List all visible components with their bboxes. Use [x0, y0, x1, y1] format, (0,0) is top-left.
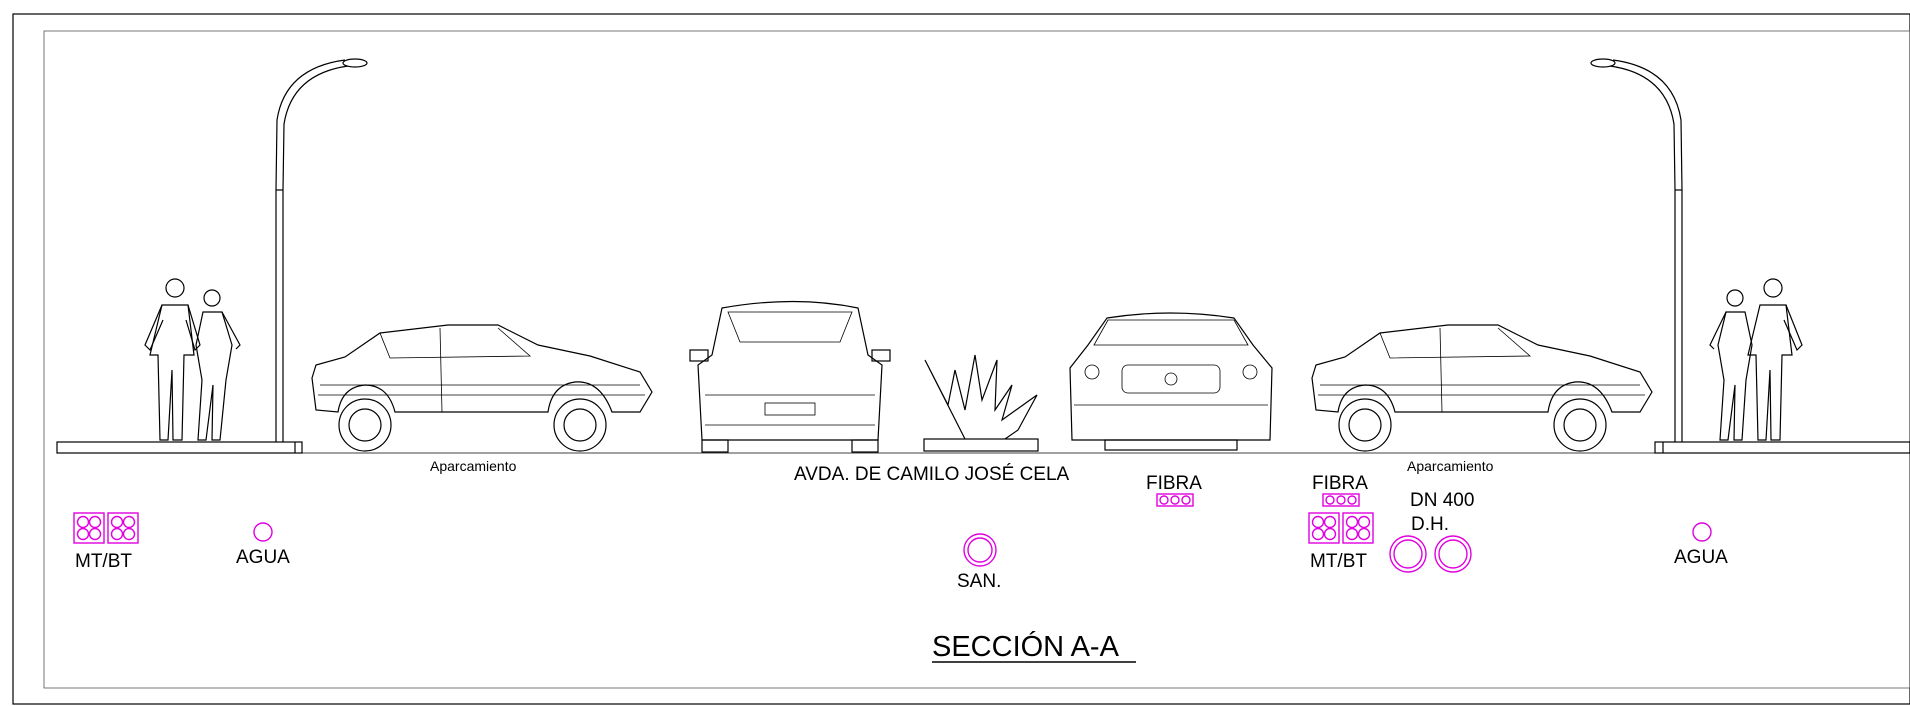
fibra-label-2: FIBRA [1312, 473, 1368, 494]
san-label: SAN. [957, 571, 1001, 592]
dh-label: D.H. [1411, 514, 1449, 535]
car-side-view-left [311, 324, 653, 452]
fiber-duct-2 [1322, 493, 1360, 507]
right-street-lamp [1590, 58, 1683, 442]
pedestrian-couple-right [1709, 278, 1803, 441]
mtbt-label-left: MT/BT [75, 551, 132, 572]
ground [56, 438, 1910, 454]
water-pipe-left [253, 522, 273, 542]
agua-label-left: AGUA [236, 547, 290, 568]
dh-pipes [1389, 535, 1472, 573]
mtbt-label-right: MT/BT [1310, 551, 1367, 572]
pedestrian-couple-left [144, 278, 241, 441]
car-rear-view [689, 300, 891, 453]
fibra-label-1: FIBRA [1146, 473, 1202, 494]
sewer-pipe [963, 533, 997, 567]
water-pipe-right [1692, 522, 1712, 542]
sewer-pipe-inner [967, 537, 993, 563]
median-curb [923, 438, 1039, 452]
parking-label-left: Aparcamiento [430, 458, 517, 474]
drawing-frame [43, 30, 1910, 689]
mtbt-conduits-left [73, 512, 139, 544]
section-title: SECCIÓN A-A [932, 630, 1120, 663]
right-sidewalk [1654, 441, 1910, 454]
dn-label: DN 400 [1410, 490, 1474, 511]
sheet-border [12, 13, 1910, 705]
left-street-lamp [275, 58, 368, 442]
mtbt-conduits-right [1308, 512, 1374, 544]
fiber-duct-1 [1156, 493, 1194, 507]
car-side-view-right [1311, 324, 1653, 452]
left-sidewalk [56, 441, 303, 454]
median-shrub [924, 354, 1038, 440]
street-name-label: AVDA. DE CAMILO JOSÉ CELA [794, 464, 1070, 485]
agua-label-right: AGUA [1674, 547, 1728, 568]
parking-label-right: Aparcamiento [1407, 458, 1494, 474]
car-front-view [1069, 312, 1273, 451]
